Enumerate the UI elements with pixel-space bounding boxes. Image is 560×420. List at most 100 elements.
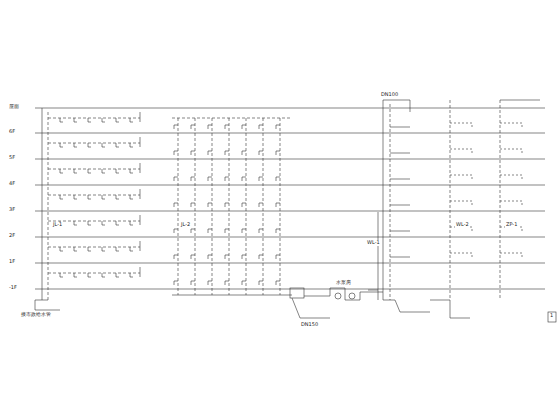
pipe-line [208, 177, 212, 181]
pipe-line [450, 149, 472, 155]
pipe-line [102, 169, 105, 173]
pipe-line [191, 125, 195, 129]
pipe-line [48, 169, 140, 170]
pipe-line [130, 169, 133, 173]
pipe-line [88, 221, 91, 225]
pipe-line [178, 118, 179, 295]
pipe-line [229, 118, 230, 295]
floor-label: 4F [8, 181, 16, 187]
pipe-line [140, 215, 141, 225]
pipe-line [208, 255, 212, 259]
pipe-line [88, 273, 91, 277]
pipe-line [116, 195, 119, 199]
pipe-line [140, 241, 141, 251]
pipe-line [225, 281, 229, 285]
pipe-line [208, 229, 212, 233]
pipe-line [116, 169, 119, 173]
pipe-line [500, 123, 522, 129]
pipe-line [174, 281, 178, 285]
pipe-line [102, 221, 105, 225]
pipe-line [259, 255, 263, 259]
pipe-line [390, 257, 410, 258]
pipe-line [259, 229, 263, 233]
pipe-line [130, 195, 133, 199]
pipe-line [35, 289, 545, 290]
pipe-line [130, 118, 133, 122]
pipe-line [259, 151, 263, 155]
pipe-line [140, 112, 141, 122]
pipe-line [48, 112, 49, 300]
pipe-line [88, 118, 91, 122]
pipe-line [74, 273, 77, 277]
pipe-line [102, 143, 105, 147]
pipe-line [225, 125, 229, 129]
floor-label: 屋面 [8, 104, 20, 110]
pipe-line [140, 267, 141, 277]
pipe-line [242, 229, 246, 233]
pipe-line [60, 195, 63, 199]
pipe-label: JL-2 [180, 222, 191, 228]
pipe-line [35, 108, 545, 109]
pipe-label: DN150 [300, 322, 319, 328]
pipe-line [116, 143, 119, 147]
pipe-line [390, 153, 410, 154]
pipe-line [259, 203, 263, 207]
pipe-line [500, 201, 522, 207]
pipe-line [225, 151, 229, 155]
pipe-line [450, 201, 472, 207]
pipe-line [48, 143, 140, 144]
pipe-line [88, 247, 91, 251]
pipe-line [225, 229, 229, 233]
pipe-line [116, 273, 119, 277]
pipe-line [500, 227, 522, 233]
pipe-line [140, 137, 141, 147]
pipe-line [35, 211, 545, 212]
pipe-line [42, 108, 43, 300]
pipe-line [450, 123, 472, 129]
pipe-line [35, 263, 545, 264]
pipe-line [280, 118, 281, 295]
pipe-line [172, 295, 292, 296]
pipe-line [500, 149, 522, 155]
pipe-line [35, 159, 545, 160]
pipe-line [48, 247, 140, 248]
pipe-line [263, 118, 264, 295]
pipe-line [60, 247, 63, 251]
pipe-line [116, 221, 119, 225]
pipe-line [88, 169, 91, 173]
pipe-line [191, 229, 195, 233]
pipe-line [140, 189, 141, 199]
pipe-line [172, 118, 292, 119]
pipe-line [102, 118, 105, 122]
floor-label: 2F [8, 233, 16, 239]
pipe-line [225, 203, 229, 207]
pipe-line [276, 151, 280, 155]
pipe-line [174, 203, 178, 207]
floor-label: 6F [8, 129, 16, 135]
pipe-line [102, 273, 105, 277]
pipe-line [60, 143, 63, 147]
pipe-line [225, 177, 229, 181]
pipe-line [383, 100, 410, 112]
pipe-line [276, 203, 280, 207]
pipe-line [208, 203, 212, 207]
pipe-line [191, 151, 195, 155]
pipe-line [276, 125, 280, 129]
pipe-line [450, 227, 472, 233]
pipe-line [74, 169, 77, 173]
pipe-line [242, 177, 246, 181]
pipe-line [102, 195, 105, 199]
pipe-line [259, 281, 263, 285]
pipe-line [390, 205, 410, 206]
pipe-label: 接市政给水管 [20, 312, 52, 318]
pipe-line [116, 247, 119, 251]
pipe-line [74, 221, 77, 225]
pipe-line [191, 281, 195, 285]
pipe-line [88, 143, 91, 147]
pipe-line [35, 133, 545, 134]
pipe-line [208, 151, 212, 155]
pipe-line [208, 125, 212, 129]
pipe-line [390, 231, 410, 232]
